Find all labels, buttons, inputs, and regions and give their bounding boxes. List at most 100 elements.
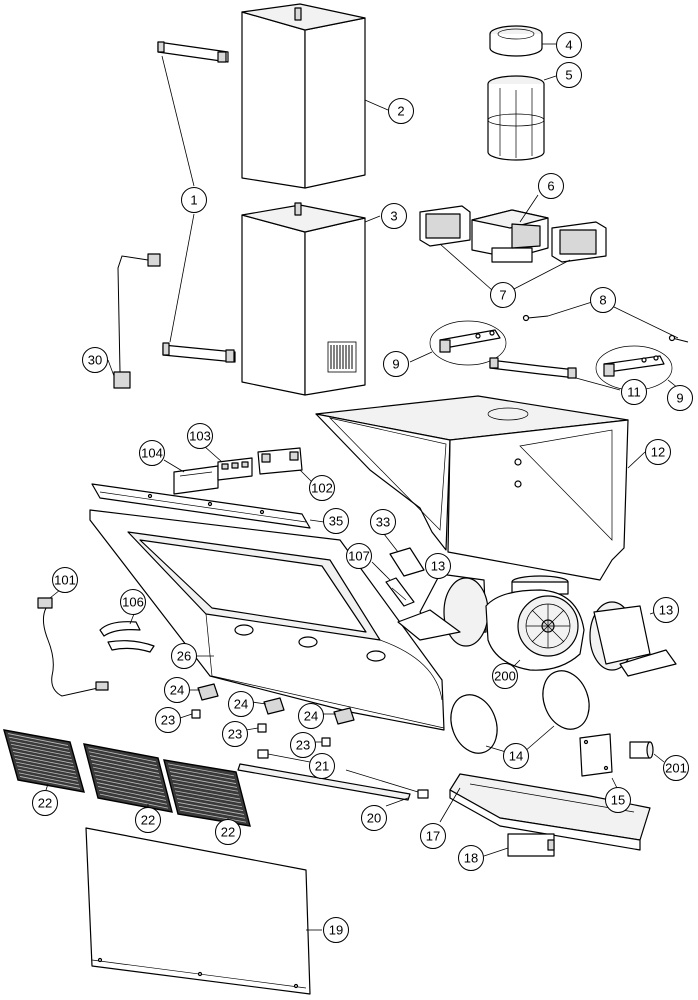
callout-circle — [32, 790, 58, 816]
filter-mesh-line — [14, 758, 76, 771]
callout-circle — [361, 805, 387, 831]
filter-mesh-line — [88, 751, 158, 767]
callout-c1: 1 — [181, 187, 207, 213]
part-7-left-duct — [419, 205, 471, 247]
callout-c22c: 22 — [215, 819, 241, 845]
callout-c22b: 22 — [135, 807, 161, 833]
callout-c4: 4 — [556, 32, 582, 58]
callout-number: 24 — [304, 709, 318, 724]
part-6-center-duct — [471, 209, 549, 263]
callout-number: 7 — [499, 288, 506, 303]
callout-number: 107 — [348, 549, 370, 564]
part-22-filter-right — [163, 759, 251, 827]
callout-c23c: 23 — [290, 732, 316, 758]
callout-c24b: 24 — [228, 691, 254, 717]
callout-c19: 19 — [323, 917, 349, 943]
filter-mesh-line — [176, 798, 244, 811]
part-24-knob-mid — [263, 697, 285, 715]
callout-circle — [298, 703, 324, 729]
callout-circle — [420, 823, 446, 849]
callout-circle — [663, 755, 689, 781]
callout-number: 23 — [161, 713, 175, 728]
filter-mesh-line — [12, 751, 74, 764]
filter-mesh-line — [93, 770, 163, 786]
callout-number: 106 — [122, 595, 144, 610]
filter-mesh-line — [98, 789, 168, 805]
callout-circle — [653, 597, 679, 623]
filter-mesh-line — [174, 790, 242, 804]
part-104-control-board — [173, 465, 219, 495]
callout-circle — [171, 643, 197, 669]
callout-circle — [135, 807, 161, 833]
filter-mesh-line — [10, 743, 72, 757]
callout-circle — [425, 553, 451, 579]
part-4-filter-cap — [489, 25, 543, 57]
callout-number: 9 — [392, 357, 399, 372]
callout-circle — [381, 203, 407, 229]
part-15-cover-plate — [579, 733, 613, 777]
callout-number: 26 — [177, 649, 191, 664]
callout-c14: 14 — [503, 743, 529, 769]
part-13-right-housing — [589, 601, 677, 677]
callout-c23b: 23 — [222, 721, 248, 747]
callout-c102: 102 — [309, 475, 335, 501]
part-7-right-duct — [551, 221, 607, 263]
part-23-spindle-right — [321, 737, 331, 747]
callout-c107: 107 — [346, 543, 372, 569]
callout-number: 18 — [464, 851, 478, 866]
callout-circle — [370, 509, 396, 535]
part-103-pcb — [217, 457, 253, 481]
callout-c106: 106 — [120, 589, 146, 615]
callout-number: 22 — [221, 825, 235, 840]
filter-mesh-line — [90, 759, 160, 774]
callout-number: 23 — [296, 738, 310, 753]
part-19-cover-panel — [85, 827, 311, 995]
callout-circle — [139, 440, 165, 466]
callout-number: 13 — [431, 559, 445, 574]
filter-mesh-line — [13, 754, 75, 768]
filter-mesh-line — [87, 747, 157, 763]
callout-circle — [556, 32, 582, 58]
part-30-mains-plug — [113, 253, 161, 389]
callout-number: 35 — [329, 514, 343, 529]
part-107-led-lamp — [385, 577, 415, 607]
callout-number: 24 — [234, 697, 248, 712]
callout-c11: 11 — [621, 379, 647, 405]
callout-number: 2 — [397, 104, 404, 119]
callout-number: 200 — [494, 669, 516, 684]
filter-mesh-line — [175, 794, 243, 808]
callout-number: 19 — [329, 923, 343, 938]
filter-mesh-line — [177, 802, 245, 815]
filter-mesh-line — [97, 786, 167, 801]
callout-number: 5 — [565, 68, 572, 83]
filter-mesh-line — [15, 761, 77, 775]
callout-number: 4 — [565, 38, 572, 53]
part-8-fixing-rod — [522, 314, 689, 343]
callout-circle — [228, 691, 254, 717]
callout-circle — [538, 173, 564, 199]
callout-c2: 2 — [388, 98, 414, 124]
callout-circle — [164, 677, 190, 703]
callout-circle — [155, 707, 181, 733]
callout-circle — [187, 423, 213, 449]
filter-mesh-line — [9, 740, 71, 754]
callout-circle — [667, 385, 693, 411]
callout-number: 11 — [627, 385, 641, 400]
part-24-knob-left — [197, 683, 219, 701]
callout-circle — [52, 567, 78, 593]
part-9-bracket-left — [429, 320, 507, 366]
part-33-light-cover — [389, 547, 425, 577]
callout-circle — [290, 732, 316, 758]
callout-c200: 200 — [492, 663, 518, 689]
part-24-knob-right — [333, 707, 355, 725]
filter-mesh-line — [91, 762, 161, 778]
callout-number: 23 — [228, 727, 242, 742]
callout-circle — [82, 347, 108, 373]
callout-c9a: 9 — [383, 351, 409, 377]
callout-number: 14 — [509, 749, 523, 764]
callout-number: 17 — [426, 829, 440, 844]
callout-circle — [645, 439, 671, 465]
callout-circle — [323, 917, 349, 943]
callout-c9b: 9 — [667, 385, 693, 411]
callout-c23a: 23 — [155, 707, 181, 733]
